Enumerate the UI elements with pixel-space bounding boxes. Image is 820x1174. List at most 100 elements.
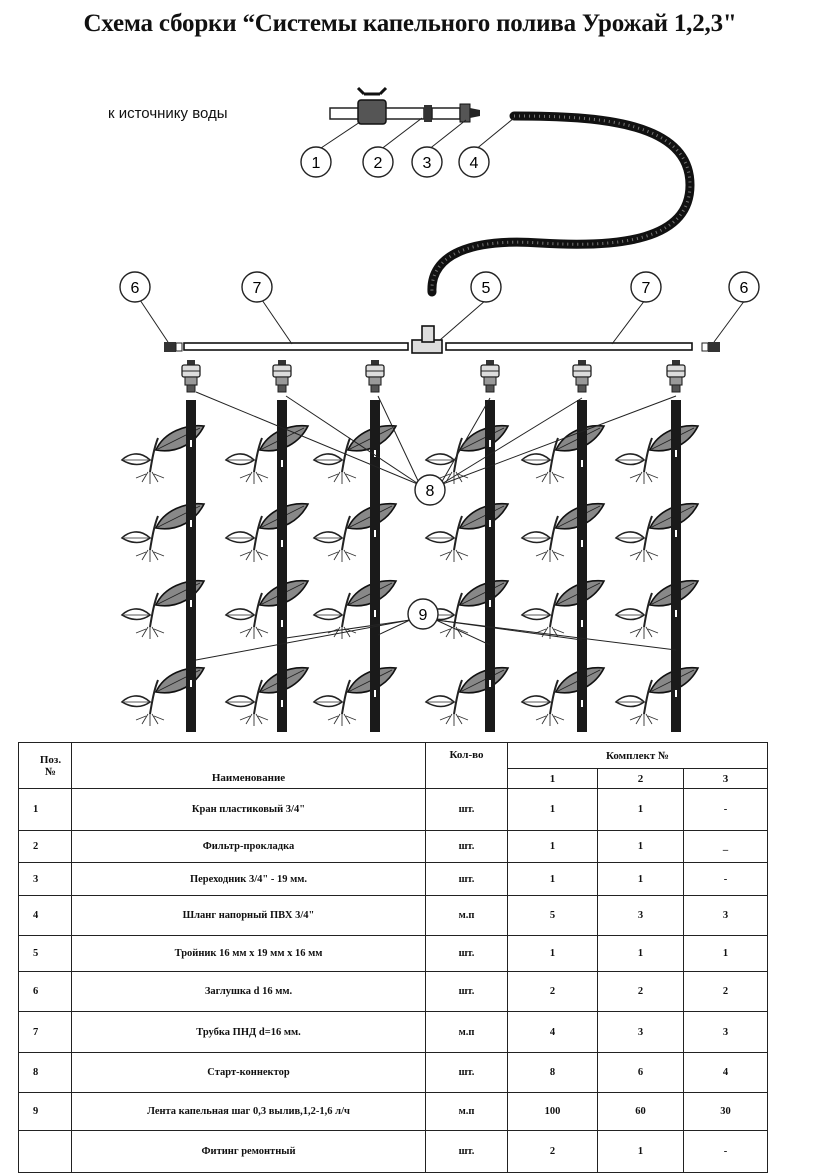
cell-pos: 1 — [18, 788, 72, 831]
table-row: 7 Трубка ПНД d=16 мм. м.п 4 3 3 — [18, 1011, 769, 1053]
cell-unit: м.п — [425, 1011, 508, 1053]
cell-kit-3: - — [682, 1130, 769, 1173]
cell-name: Фильтр-прокладка — [71, 830, 426, 863]
svg-text:6: 6 — [131, 280, 140, 297]
table-row: Фитинг ремонтный шт. 2 1 - — [18, 1130, 769, 1173]
cell-kit-2: 1 — [597, 830, 684, 863]
cell-name: Тройник 16 мм х 19 мм х 16 мм — [71, 935, 426, 972]
cell-pos: 6 — [18, 971, 72, 1012]
svg-text:7: 7 — [253, 280, 262, 297]
callout-8: 8 — [414, 474, 446, 506]
callout-2: 2 — [362, 146, 394, 178]
cell-pos: 8 — [18, 1052, 72, 1093]
cell-unit: м.п — [425, 895, 508, 936]
cell-unit: шт. — [425, 971, 508, 1012]
header-pos-line1: Поз. — [39, 753, 62, 766]
cell-kit-2: 60 — [597, 1092, 684, 1131]
callout-4: 4 — [458, 146, 490, 178]
cell-name: Заглушка d 16 мм. — [71, 971, 426, 1012]
cell-pos — [18, 1130, 72, 1173]
cell-kit-2: 1 — [597, 862, 684, 896]
callout-7-right: 7 — [630, 271, 662, 303]
cell-unit: шт. — [425, 788, 508, 831]
table-row: 1 Кран пластиковый 3/4" шт. 1 1 - — [18, 788, 769, 831]
table-row: 5 Тройник 16 мм х 19 мм х 16 мм шт. 1 1 … — [18, 935, 769, 972]
cell-kit-1: 5 — [507, 895, 598, 936]
callout-5: 5 — [470, 271, 502, 303]
page-title: Схема сборки “Системы капельного полива … — [83, 10, 737, 37]
cell-kit-1: 2 — [507, 1130, 598, 1173]
cell-unit: м.п — [425, 1092, 508, 1131]
cell-kit-2: 1 — [597, 788, 684, 831]
cell-kit-1: 1 — [507, 788, 598, 831]
callout-3: 3 — [411, 146, 443, 178]
table-row: 3 Переходник 3/4" - 19 мм. шт. 1 1 - — [18, 862, 769, 896]
svg-text:7: 7 — [642, 280, 651, 297]
cell-kit-3: 4 — [682, 1052, 769, 1093]
svg-text:8: 8 — [426, 483, 435, 500]
cell-kit-2: 2 — [597, 971, 684, 1012]
table-row: 6 Заглушка d 16 мм. шт. 2 2 2 — [18, 971, 769, 1012]
table-row: 2 Фильтр-прокладка шт. 1 1 _ — [18, 830, 769, 863]
cell-kit-1: 1 — [507, 935, 598, 972]
cell-kit-3: - — [682, 788, 769, 831]
header-kit-2: 2 — [597, 768, 684, 789]
assembly-diagram: к источнику воды — [108, 86, 760, 732]
start-connectors — [181, 359, 686, 393]
cell-kit-1: 2 — [507, 971, 598, 1012]
table-row: 9 Лента капельная шаг 0,3 вылив,1,2-1,6 … — [18, 1092, 769, 1131]
cell-pos: 4 — [18, 895, 72, 936]
svg-text:2: 2 — [374, 155, 383, 172]
cell-kit-2: 1 — [597, 1130, 684, 1173]
cell-name: Трубка ПНД d=16 мм. — [71, 1011, 426, 1053]
leader-lines — [139, 117, 746, 661]
cell-unit: шт. — [425, 830, 508, 863]
callout-6-right: 6 — [728, 271, 760, 303]
cell-pos: 5 — [18, 935, 72, 972]
cell-kit-1: 1 — [507, 830, 598, 863]
valve-assembly — [329, 86, 480, 125]
callout-7-left: 7 — [241, 271, 273, 303]
cell-name: Старт-коннектор — [71, 1052, 426, 1093]
header-kit-3: 3 — [682, 768, 769, 789]
cell-kit-3: _ — [682, 830, 769, 863]
cell-kit-1: 100 — [507, 1092, 598, 1131]
distribution-line — [164, 325, 720, 354]
cell-kit-3: 3 — [682, 895, 769, 936]
cell-unit: шт. — [425, 1052, 508, 1093]
drip-tapes — [186, 400, 681, 732]
cell-pos: 3 — [18, 862, 72, 896]
callout-9: 9 — [407, 598, 439, 630]
pressure-hose — [427, 111, 695, 297]
plants — [121, 424, 699, 727]
cell-kit-1: 4 — [507, 1011, 598, 1053]
cell-kit-3: 2 — [682, 971, 769, 1012]
cell-pos: 7 — [18, 1011, 72, 1053]
svg-text:3: 3 — [423, 155, 432, 172]
water-source-label: к источнику воды — [108, 105, 228, 122]
header-pos: Поз. № — [18, 742, 72, 789]
svg-text:4: 4 — [470, 155, 479, 172]
cell-pos: 2 — [18, 830, 72, 863]
cell-kit-2: 3 — [597, 1011, 684, 1053]
cell-name: Лента капельная шаг 0,3 вылив,1,2-1,6 л/… — [71, 1092, 426, 1131]
cell-kit-3: 1 — [682, 935, 769, 972]
svg-text:1: 1 — [312, 155, 321, 172]
cell-kit-1: 8 — [507, 1052, 598, 1093]
cell-name: Фитинг ремонтный — [71, 1130, 426, 1173]
cell-name: Переходник 3/4" - 19 мм. — [71, 862, 426, 896]
cell-kit-2: 3 — [597, 895, 684, 936]
cell-kit-2: 1 — [597, 935, 684, 972]
cell-kit-2: 6 — [597, 1052, 684, 1093]
cell-kit-1: 1 — [507, 862, 598, 896]
callout-6-left: 6 — [119, 271, 151, 303]
cell-unit: шт. — [425, 862, 508, 896]
cell-pos: 9 — [18, 1092, 72, 1131]
svg-text:6: 6 — [740, 280, 749, 297]
cell-unit: шт. — [425, 1130, 508, 1173]
cell-kit-3: - — [682, 862, 769, 896]
cell-name: Шланг напорный ПВХ 3/4" — [71, 895, 426, 936]
cell-unit: шт. — [425, 935, 508, 972]
svg-text:9: 9 — [419, 607, 428, 624]
header-name: Наименование — [71, 742, 426, 789]
